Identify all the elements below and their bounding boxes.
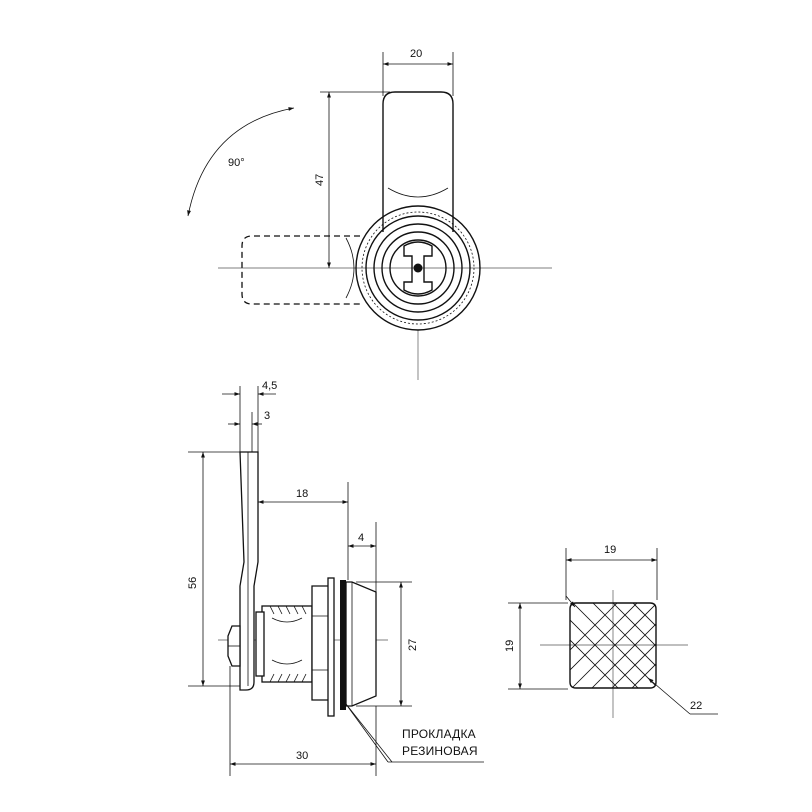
lock-cylinder xyxy=(389,239,447,297)
lock-head-side xyxy=(345,581,377,707)
lever-height-label: 56 xyxy=(187,577,199,589)
lever-length-label: 47 xyxy=(314,174,326,186)
top-view: 90° 20 47 xyxy=(187,48,552,380)
cutout-view: 19 19 22 xyxy=(504,544,718,718)
cutout-width-label: 19 xyxy=(604,544,616,556)
gasket-leader-2 xyxy=(345,703,393,763)
total-length-label: 30 xyxy=(296,750,308,762)
side-view: 4,5 3 56 18 4 27 30 ПРОКЛАДКА РЕЗИНОВАЯ xyxy=(187,380,484,776)
lever-rotated-bend-arc xyxy=(345,237,355,299)
body-shoulder xyxy=(255,611,265,677)
rubber-gasket xyxy=(340,580,346,710)
gasket-note-line2: РЕЗИНОВАЯ xyxy=(402,744,478,758)
washer xyxy=(327,577,335,717)
lock-head-ring-2 xyxy=(373,223,463,313)
lock-head-knurl xyxy=(361,211,475,325)
lock-head-ring-3 xyxy=(381,231,455,305)
lock-head-outer xyxy=(355,205,481,331)
mounting-nut xyxy=(311,585,331,701)
diagonal-leader xyxy=(647,677,691,715)
threaded-body xyxy=(261,605,313,683)
cutout-height-label: 19 xyxy=(504,640,516,652)
key-hole xyxy=(413,263,423,273)
thickness-inner-label: 3 xyxy=(264,410,270,422)
lever-rotated-dashed xyxy=(241,235,360,305)
lever-plate xyxy=(239,451,259,691)
rotation-angle-label: 90° xyxy=(228,157,245,169)
thickness-outer-label: 4,5 xyxy=(262,380,277,392)
rotation-arrow xyxy=(187,107,295,217)
gasket-note-line1: ПРОКЛАДКА xyxy=(402,727,476,741)
diagonal-arrow-top xyxy=(565,595,576,608)
lever-up xyxy=(382,91,454,232)
cutout-hatching xyxy=(570,603,656,688)
cutout-diagonal-label: 22 xyxy=(690,700,702,712)
head-diameter-label: 27 xyxy=(407,639,419,651)
lever-bend-arc xyxy=(387,187,449,198)
offset-label: 18 xyxy=(296,488,308,500)
thread-marks xyxy=(269,605,307,683)
lock-head-ring-1 xyxy=(365,215,471,321)
head-depth-label: 4 xyxy=(358,532,364,544)
gasket-leader-1 xyxy=(342,699,389,763)
keyway-slot xyxy=(403,241,433,295)
lever-width-label: 20 xyxy=(410,48,422,60)
